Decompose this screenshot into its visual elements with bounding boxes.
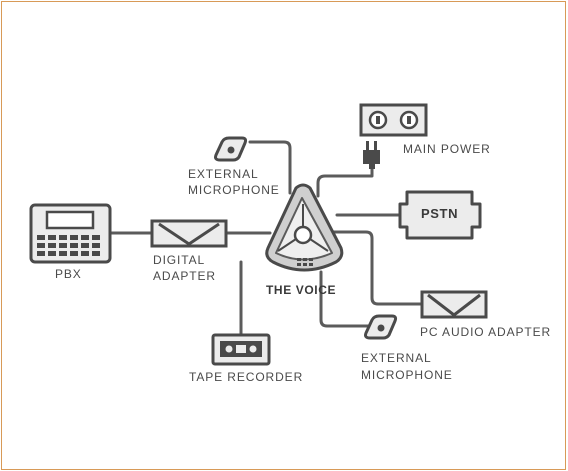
microphone-icon <box>364 314 398 340</box>
pstn-icon <box>398 190 482 240</box>
external-microphone-top-label-line1: EXTERNAL <box>188 167 259 181</box>
digital-adapter-label-line2: ADAPTER <box>153 269 216 283</box>
adapter-icon <box>420 290 488 319</box>
pstn-label: PSTN <box>421 206 459 221</box>
pbx-phone-icon <box>29 203 112 264</box>
line-mic-top <box>248 140 292 195</box>
connection-lines <box>108 140 424 336</box>
tape-recorder-label: TAPE RECORDER <box>189 370 304 384</box>
pc-audio-adapter-label: PC AUDIO ADAPTER <box>420 325 552 339</box>
center-device-label: THE VOICE <box>266 283 337 297</box>
line-pc-audio <box>331 230 424 306</box>
line-power <box>316 166 374 198</box>
cassette-icon <box>211 333 271 366</box>
pbx-label: PBX <box>55 267 82 281</box>
microphone-icon <box>214 136 248 162</box>
external-microphone-top-label-line2: MICROPHONE <box>188 183 280 197</box>
line-mic-bottom <box>319 270 370 328</box>
adapter-icon <box>150 219 228 248</box>
main-power-label: MAIN POWER <box>403 142 491 156</box>
digital-adapter-label-line1: DIGITAL <box>153 253 206 267</box>
external-microphone-bottom-label-line1: EXTERNAL <box>361 351 432 365</box>
external-microphone-bottom-label-line2: MICROPHONE <box>361 368 453 382</box>
conference-phone-icon <box>265 183 344 272</box>
power-outlet-icon <box>359 103 428 137</box>
power-plug-icon <box>363 141 380 169</box>
